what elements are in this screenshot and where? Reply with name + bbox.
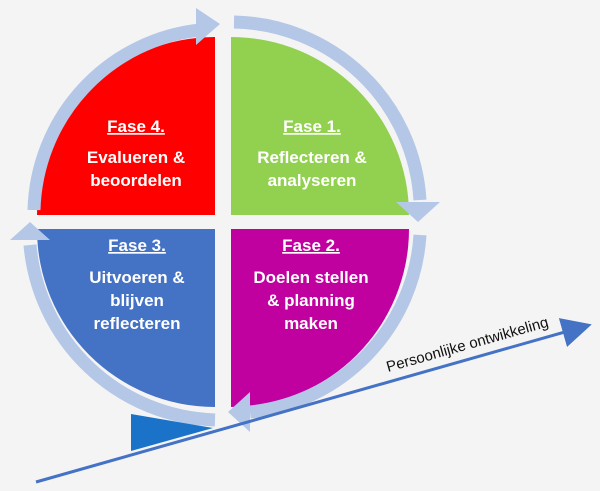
- phase-4-line-1: Evalueren &: [87, 148, 185, 167]
- phase-3-line-3: reflecteren: [94, 314, 181, 333]
- arrowhead-right: [396, 202, 440, 222]
- phase-1-title: Fase 1.: [283, 117, 341, 136]
- arrowhead-left: [10, 222, 50, 240]
- ring-arc-bottom-right: [249, 234, 427, 419]
- phase-2-text: Fase 2. Doelen stellen & planning maken: [253, 236, 368, 333]
- quadrant-fase-2: [231, 229, 409, 407]
- cycle-ring: [23, 15, 427, 427]
- phase-3-line-2: blijven: [110, 291, 164, 310]
- phase-4-title: Fase 4.: [107, 117, 165, 136]
- phase-3-text: Fase 3. Uitvoeren & blijven reflecteren: [89, 236, 184, 333]
- quadrant-fase-4: [37, 37, 215, 215]
- phase-2-line-3: maken: [284, 314, 338, 333]
- phase-1-line-2: analyseren: [268, 171, 357, 190]
- ring-arc-top-left: [27, 23, 201, 211]
- ring-arc-top-right: [233, 15, 427, 201]
- phase-4-text: Fase 4. Evalueren & beoordelen: [87, 117, 185, 190]
- phase-2-line-1: Doelen stellen: [253, 268, 368, 287]
- phase-3-line-1: Uitvoeren &: [89, 268, 184, 287]
- quadrant-fase-3: [37, 229, 215, 407]
- ring-arc-bottom-left: [23, 244, 216, 427]
- phase-4-line-2: beoordelen: [90, 171, 182, 190]
- development-axis-label: Persoonlijke ontwikkeling: [384, 314, 550, 376]
- ring-arrowheads: [10, 8, 440, 432]
- phase-1-line-1: Reflecteren &: [257, 148, 367, 167]
- development-axis-arrow: [35, 318, 592, 484]
- phase-2-line-2: & planning: [267, 291, 355, 310]
- phase-2-title: Fase 2.: [282, 236, 340, 255]
- arrowhead-top: [196, 8, 220, 45]
- phase-3-title: Fase 3.: [108, 236, 166, 255]
- phase-1-text: Fase 1. Reflecteren & analyseren: [257, 117, 367, 190]
- quadrant-fase-1: [231, 37, 409, 215]
- support-wedge: [131, 414, 213, 451]
